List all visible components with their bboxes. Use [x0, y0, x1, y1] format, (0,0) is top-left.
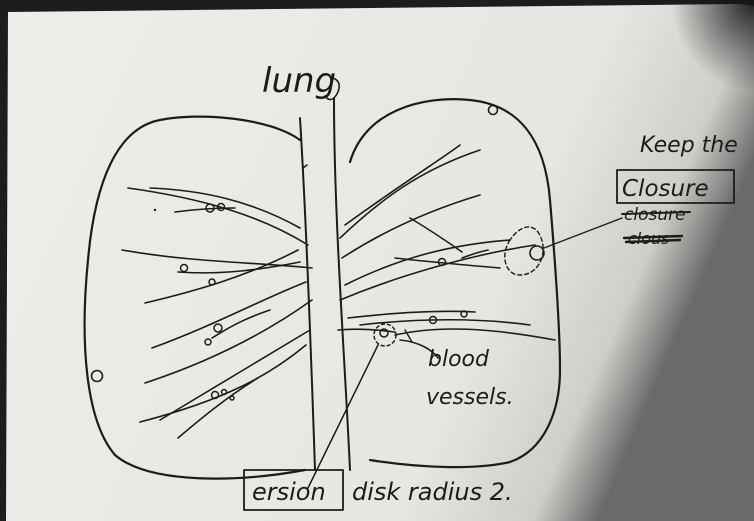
label-vessels: vessels. [426, 385, 514, 410]
label-keep-the: Keep the [640, 133, 738, 158]
label-struck-1: closure [624, 205, 686, 225]
label-erosion-boxed: ersion [252, 478, 326, 506]
label-closure: Closure [622, 176, 709, 202]
label-blood: blood [428, 347, 490, 372]
label-erosion-rest: disk radius 2. [352, 478, 513, 506]
title-lung: lung [262, 61, 336, 101]
